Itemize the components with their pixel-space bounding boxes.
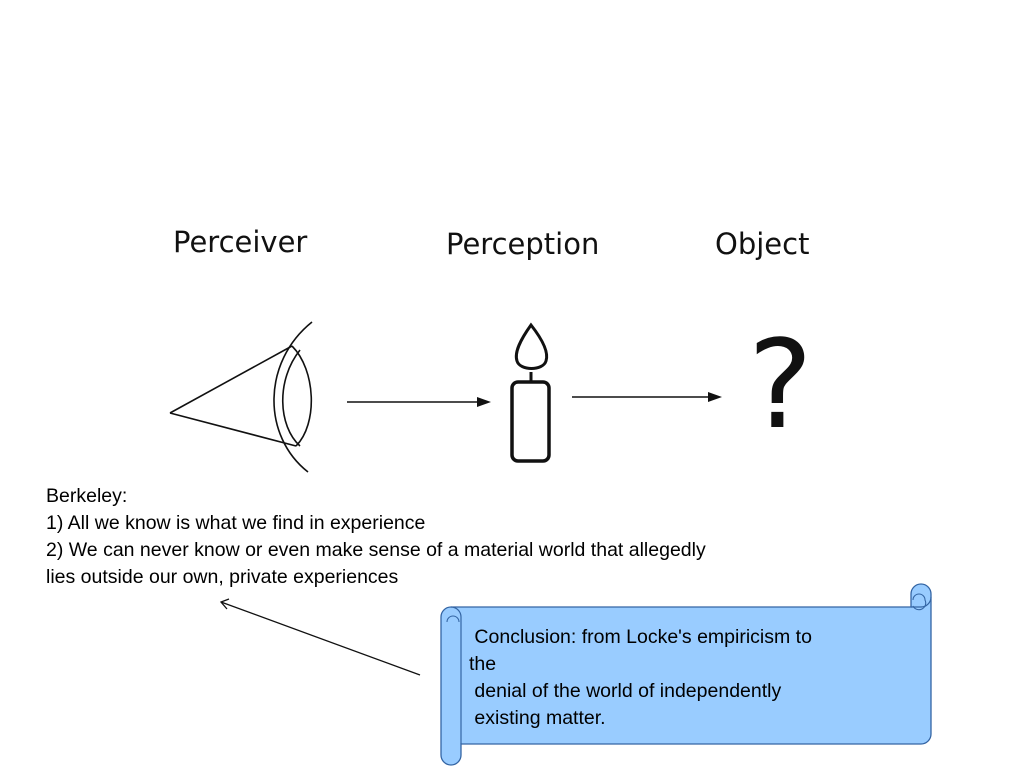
eye-icon [169, 321, 313, 473]
scroll-callout [440, 583, 932, 766]
callout-line-2: the [469, 653, 497, 675]
callout-text: Conclusion: from Locke's empiricism to t… [469, 624, 889, 732]
question-mark-icon: ? [748, 314, 813, 456]
callout-line-4: existing matter. [469, 707, 606, 729]
notes-point-2-line-1: 2) We can never know or even make sense … [46, 539, 706, 561]
object-header: Object [715, 227, 810, 261]
notes-point-1: 1) All we know is what we find in experi… [46, 512, 426, 534]
berkeley-notes: Berkeley: 1) All we know is what we find… [46, 483, 866, 591]
callout-line-1: Conclusion: from Locke's empiricism to [469, 626, 812, 648]
candle-icon [510, 322, 551, 463]
arrow-perception-to-object [572, 392, 722, 402]
perception-header: Perception [446, 227, 600, 261]
notes-point-2-line-2: lies outside our own, private experience… [46, 566, 399, 588]
callout-line-3: denial of the world of independently [469, 680, 782, 702]
perceiver-header: Perceiver [173, 225, 308, 259]
arrow-perceiver-to-perception [347, 397, 491, 407]
notes-title: Berkeley: [46, 485, 128, 507]
pointer-arrow [219, 598, 421, 676]
